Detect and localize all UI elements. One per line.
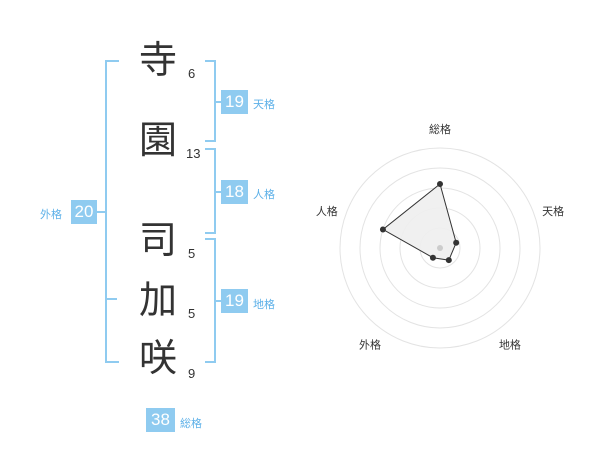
chikaku-value: 19 bbox=[221, 289, 248, 313]
name-char-2: 園 bbox=[138, 118, 177, 162]
name-char-5: 咲 bbox=[138, 336, 177, 380]
stroke-count-2: 13 bbox=[186, 146, 201, 161]
radar-point-天格 bbox=[453, 239, 460, 246]
radar-center bbox=[437, 245, 443, 251]
radar-point-外格 bbox=[429, 254, 436, 261]
radar-series-shape bbox=[382, 183, 457, 261]
radar-axis-label: 人格 bbox=[316, 204, 338, 218]
radar-ring bbox=[359, 167, 521, 329]
soukaku-label: 総格 bbox=[180, 417, 202, 430]
gaikaku-bracket-tick bbox=[105, 298, 117, 300]
radar-point-人格 bbox=[379, 226, 386, 233]
radar-axis-label: 地格 bbox=[499, 337, 521, 351]
radar-point-地格 bbox=[445, 257, 452, 264]
jinkaku-value: 18 bbox=[221, 180, 248, 204]
jinkaku-label: 人格 bbox=[253, 188, 275, 201]
stroke-count-1: 6 bbox=[188, 66, 196, 81]
name-char-4: 加 bbox=[138, 278, 177, 322]
chikaku-connector bbox=[214, 300, 221, 302]
radar-ring bbox=[339, 147, 541, 349]
stroke-count-4: 5 bbox=[188, 306, 196, 321]
chikaku-label: 地格 bbox=[253, 298, 275, 311]
stroke-count-5: 9 bbox=[188, 366, 196, 381]
tenkaku-connector bbox=[214, 101, 221, 103]
radar-point-総格 bbox=[437, 181, 443, 187]
gaikaku-connector bbox=[97, 211, 105, 213]
gaikaku-bracket bbox=[105, 60, 119, 363]
name-char-3: 司 bbox=[138, 218, 177, 262]
radar-axis-label: 天格 bbox=[542, 204, 564, 218]
soukaku-value: 38 bbox=[146, 408, 175, 432]
tenkaku-value: 19 bbox=[221, 90, 248, 114]
stroke-count-3: 5 bbox=[188, 246, 196, 261]
gaikaku-label: 外格 bbox=[40, 208, 62, 221]
gaikaku-value: 20 bbox=[71, 200, 97, 224]
tenkaku-label: 天格 bbox=[253, 98, 275, 111]
name-char-1: 寺 bbox=[138, 38, 177, 82]
radar-axis-label: 外格 bbox=[359, 337, 381, 351]
jinkaku-connector bbox=[214, 191, 221, 193]
radar-axis-label: 総格 bbox=[429, 122, 451, 136]
